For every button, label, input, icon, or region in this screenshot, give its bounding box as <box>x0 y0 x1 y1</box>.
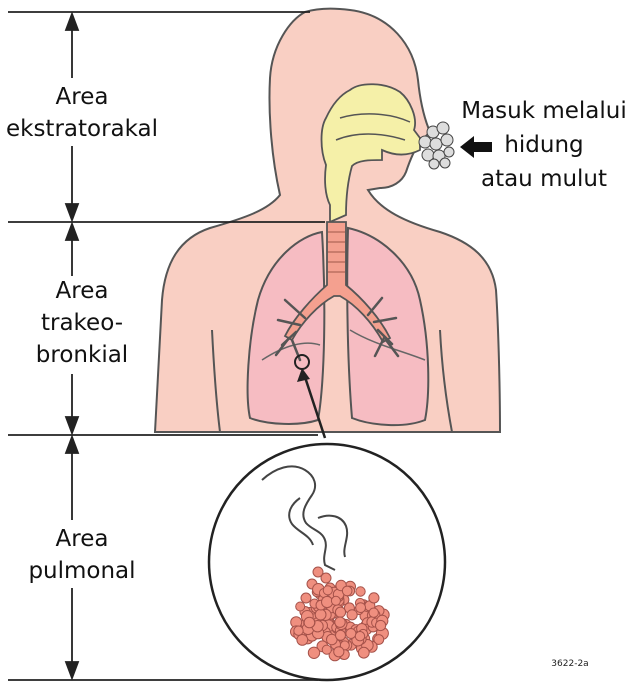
entry-label-line2: hidung <box>504 132 583 158</box>
entry-label-line3: atau mulut <box>481 166 607 192</box>
alveolus <box>358 647 369 658</box>
alveolus <box>336 630 346 640</box>
pulmonary-label-line2: pulmonal <box>28 558 135 584</box>
alveolus <box>369 608 378 617</box>
tracheobronchial-label-line1: Area <box>56 278 109 304</box>
alveolus <box>355 632 364 641</box>
alveolus <box>296 602 305 611</box>
extrathoracic-label-line2: ekstratorakal <box>6 116 158 142</box>
alveolus <box>369 593 379 603</box>
alveolus <box>346 629 356 639</box>
arrow-left-icon <box>460 136 492 158</box>
alveolus <box>342 586 352 596</box>
figure-code: 3622-2a <box>551 659 588 669</box>
pulmonary-label-line1: Area <box>56 526 109 552</box>
alveolus <box>301 593 311 603</box>
extrathoracic-label-line1: Area <box>56 84 109 110</box>
alveolus <box>356 587 365 596</box>
alveolus <box>308 647 319 658</box>
tracheobronchial-label-line2: trakeo- <box>41 310 123 336</box>
alveolus <box>347 610 357 620</box>
alveolus <box>304 617 315 628</box>
entry-label-line1: Masuk melalui <box>461 98 627 124</box>
alveolus <box>335 607 345 617</box>
tracheobronchial-label-line3: bronkial <box>36 342 128 368</box>
alveolus <box>315 609 326 620</box>
alveolus <box>322 645 331 654</box>
alveolus <box>331 596 340 605</box>
alveolus <box>376 620 386 630</box>
alveolus <box>356 603 366 613</box>
body-silhouette <box>155 9 500 432</box>
alveolus <box>323 586 332 595</box>
alveolus <box>335 617 345 627</box>
alveolus <box>297 635 308 646</box>
alveolus <box>321 573 331 583</box>
alveolus <box>334 647 344 657</box>
alveolus <box>294 626 303 635</box>
alveolus <box>322 596 333 607</box>
